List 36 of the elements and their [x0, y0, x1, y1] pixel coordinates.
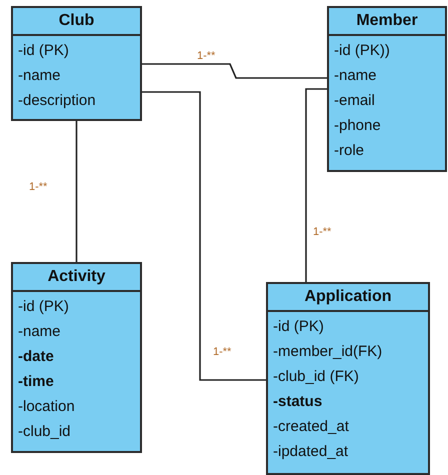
attribute-text: -club_id (FK) — [273, 367, 359, 387]
entity-box — [266, 282, 430, 475]
attribute-text: -description — [18, 91, 96, 111]
attribute-text: -member_id(FK) — [273, 342, 382, 362]
attribute-text: -id (PK) — [18, 41, 69, 61]
entity-box — [11, 262, 142, 453]
attribute-text: -id (PK)) — [334, 41, 390, 61]
multiplicity-label: 1-** — [196, 50, 216, 62]
attribute-text: -phone — [334, 116, 381, 136]
entity-title: Activity — [48, 268, 106, 285]
entity-title: Member — [356, 12, 418, 29]
attribute-text: -created_at — [273, 417, 349, 437]
attribute-text: -id (PK) — [273, 317, 324, 337]
multiplicity-label: 1-** — [212, 346, 232, 358]
entity-box — [327, 6, 447, 172]
attribute-text: -name — [18, 66, 61, 86]
attribute-text: -email — [334, 91, 375, 111]
attribute-text: -name — [334, 66, 377, 86]
attribute-text: -date — [18, 347, 54, 367]
relationship-line — [142, 63, 327, 79]
attribute-text: -ipdated_at — [273, 442, 348, 462]
relationship-line — [142, 91, 266, 381]
entity-title: Application — [304, 288, 392, 305]
attribute-text: -time — [18, 372, 54, 392]
multiplicity-label: 1-** — [28, 181, 48, 193]
attribute-text: -id (PK) — [18, 297, 69, 317]
attribute-text: -status — [273, 392, 322, 412]
attribute-text: -name — [18, 322, 61, 342]
attribute-text: -role — [334, 141, 364, 161]
attribute-text: -location — [18, 397, 75, 417]
multiplicity-label: 1-** — [312, 226, 332, 238]
attribute-text: -club_id — [18, 422, 71, 442]
relationship-line — [76, 121, 78, 262]
entity-box — [11, 6, 142, 121]
relationship-line — [305, 88, 327, 282]
entity-title: Club — [58, 12, 94, 29]
